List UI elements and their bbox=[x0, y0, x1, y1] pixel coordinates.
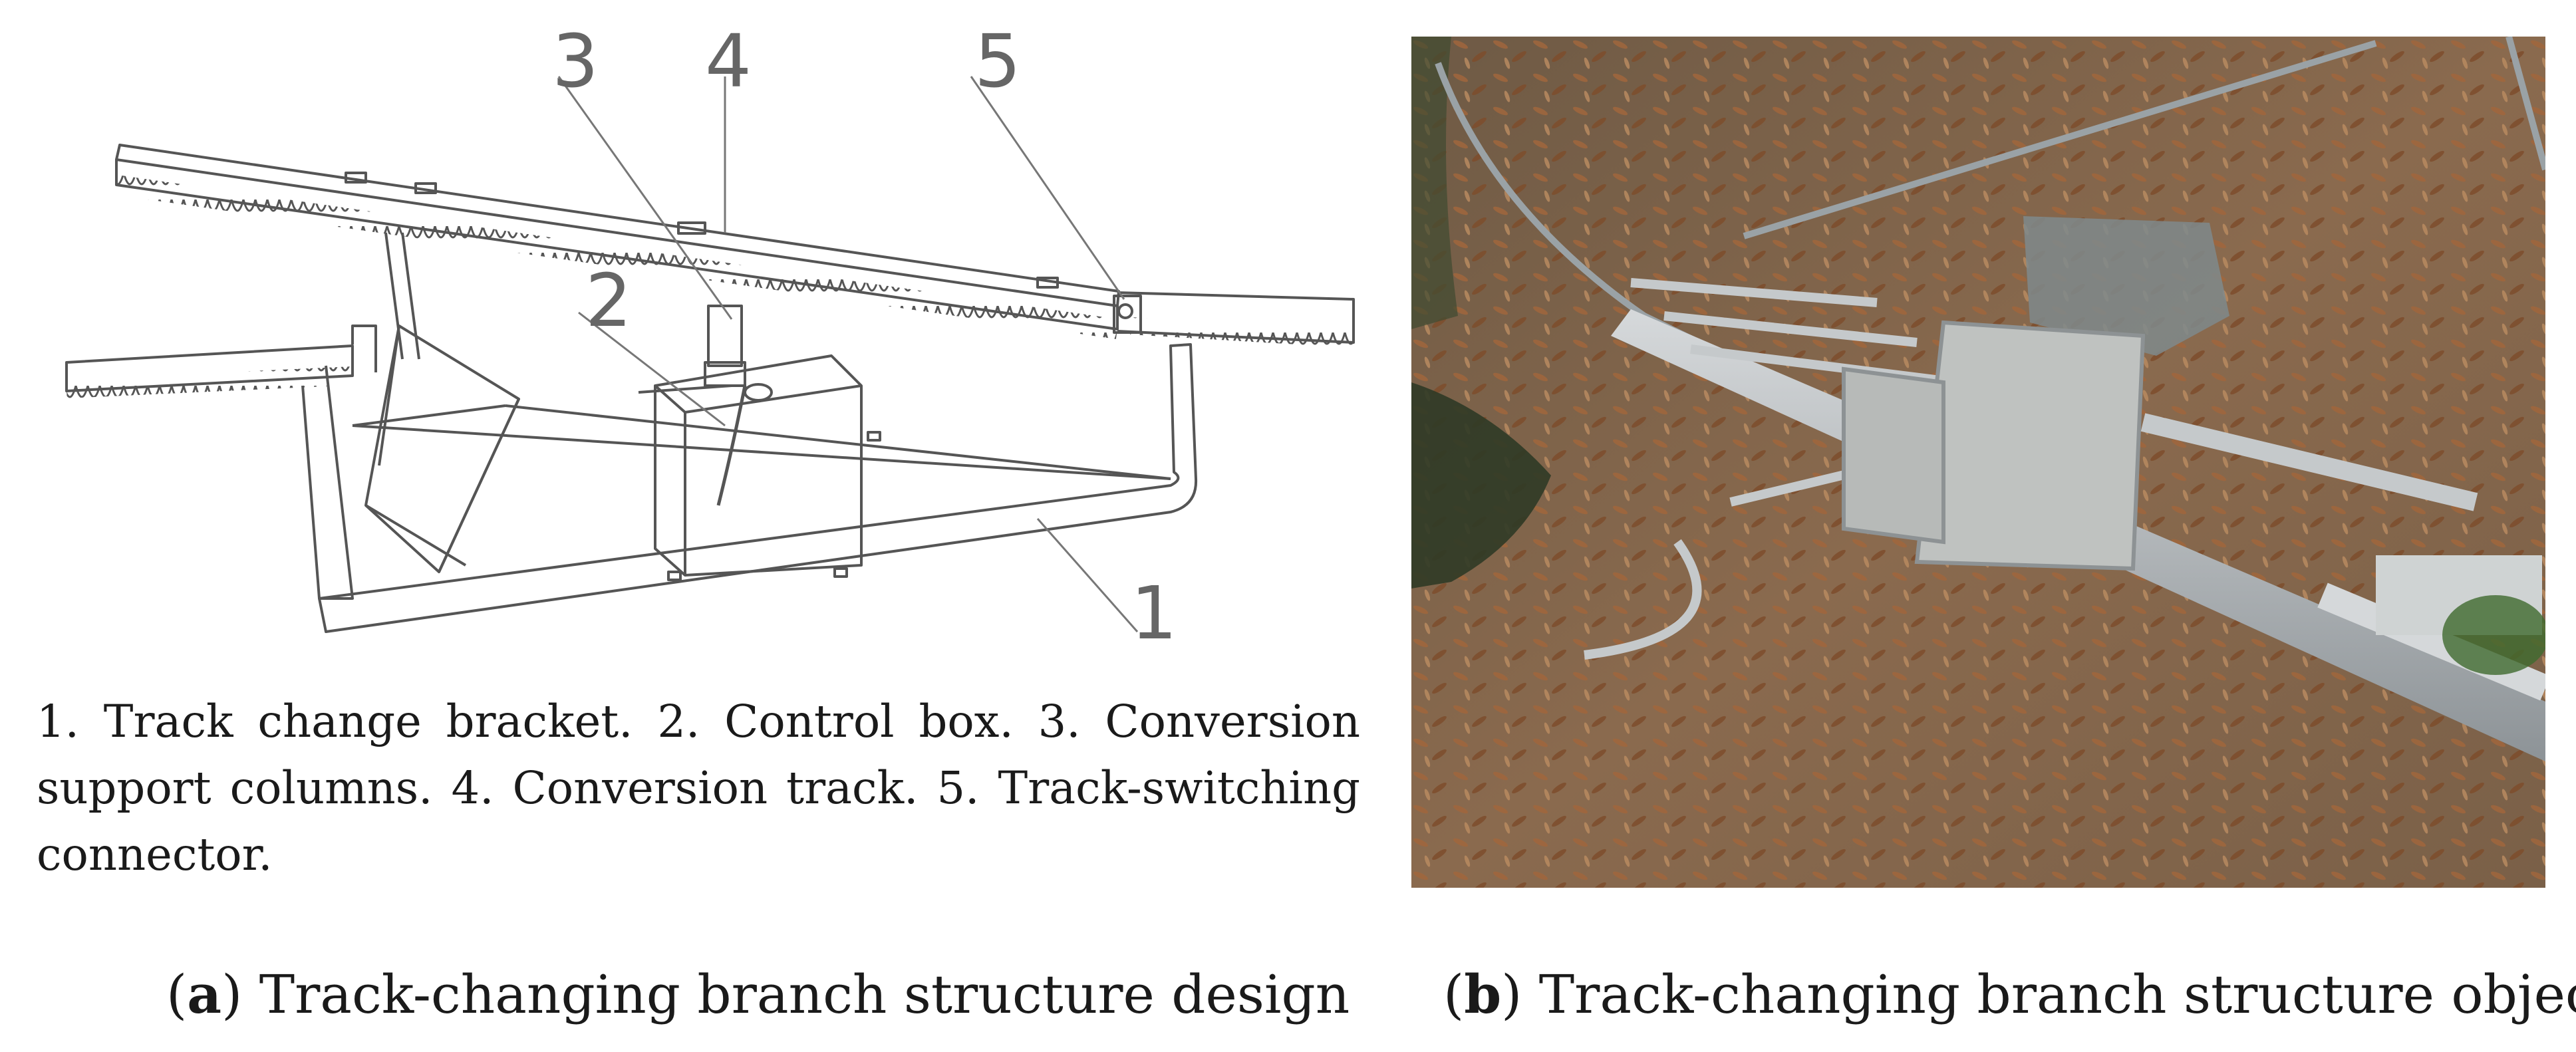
callout-4: 4 bbox=[705, 19, 752, 104]
caption-a: (a) Track-changing branch structure desi… bbox=[166, 963, 1350, 1025]
callout-2: 2 bbox=[585, 258, 632, 343]
caption-a-text: Track-changing branch structure design bbox=[259, 964, 1350, 1025]
caption-b-text: Track-changing branch structure objects bbox=[1538, 964, 2576, 1025]
callout-leaders bbox=[557, 76, 1139, 632]
legend-text: 1. Track change bracket. 2. Control box.… bbox=[37, 696, 1360, 880]
track-change-bracket bbox=[301, 232, 1198, 633]
track-switching-connector bbox=[1113, 295, 1142, 334]
callout-5: 5 bbox=[974, 19, 1021, 104]
conversion-support-column bbox=[704, 305, 773, 402]
left-stub-track bbox=[65, 325, 377, 398]
panel-a: 3 4 5 2 1 1. Track change bracket. 2. Co… bbox=[37, 19, 1360, 880]
callout-3: 3 bbox=[552, 19, 599, 104]
caption-b: (b) Track-changing branch structure obje… bbox=[1443, 958, 2576, 1031]
caption-b-letter: b bbox=[1464, 963, 1502, 1025]
control-box bbox=[654, 354, 881, 581]
field-photograph bbox=[1411, 37, 2545, 888]
callout-1: 1 bbox=[1131, 571, 1177, 656]
conversion-track bbox=[114, 144, 1355, 348]
callout-numbers: 3 4 5 2 1 bbox=[552, 19, 1177, 656]
bracket-line-drawing: 3 4 5 2 1 bbox=[65, 19, 1355, 656]
caption-a-letter: a bbox=[187, 963, 222, 1025]
